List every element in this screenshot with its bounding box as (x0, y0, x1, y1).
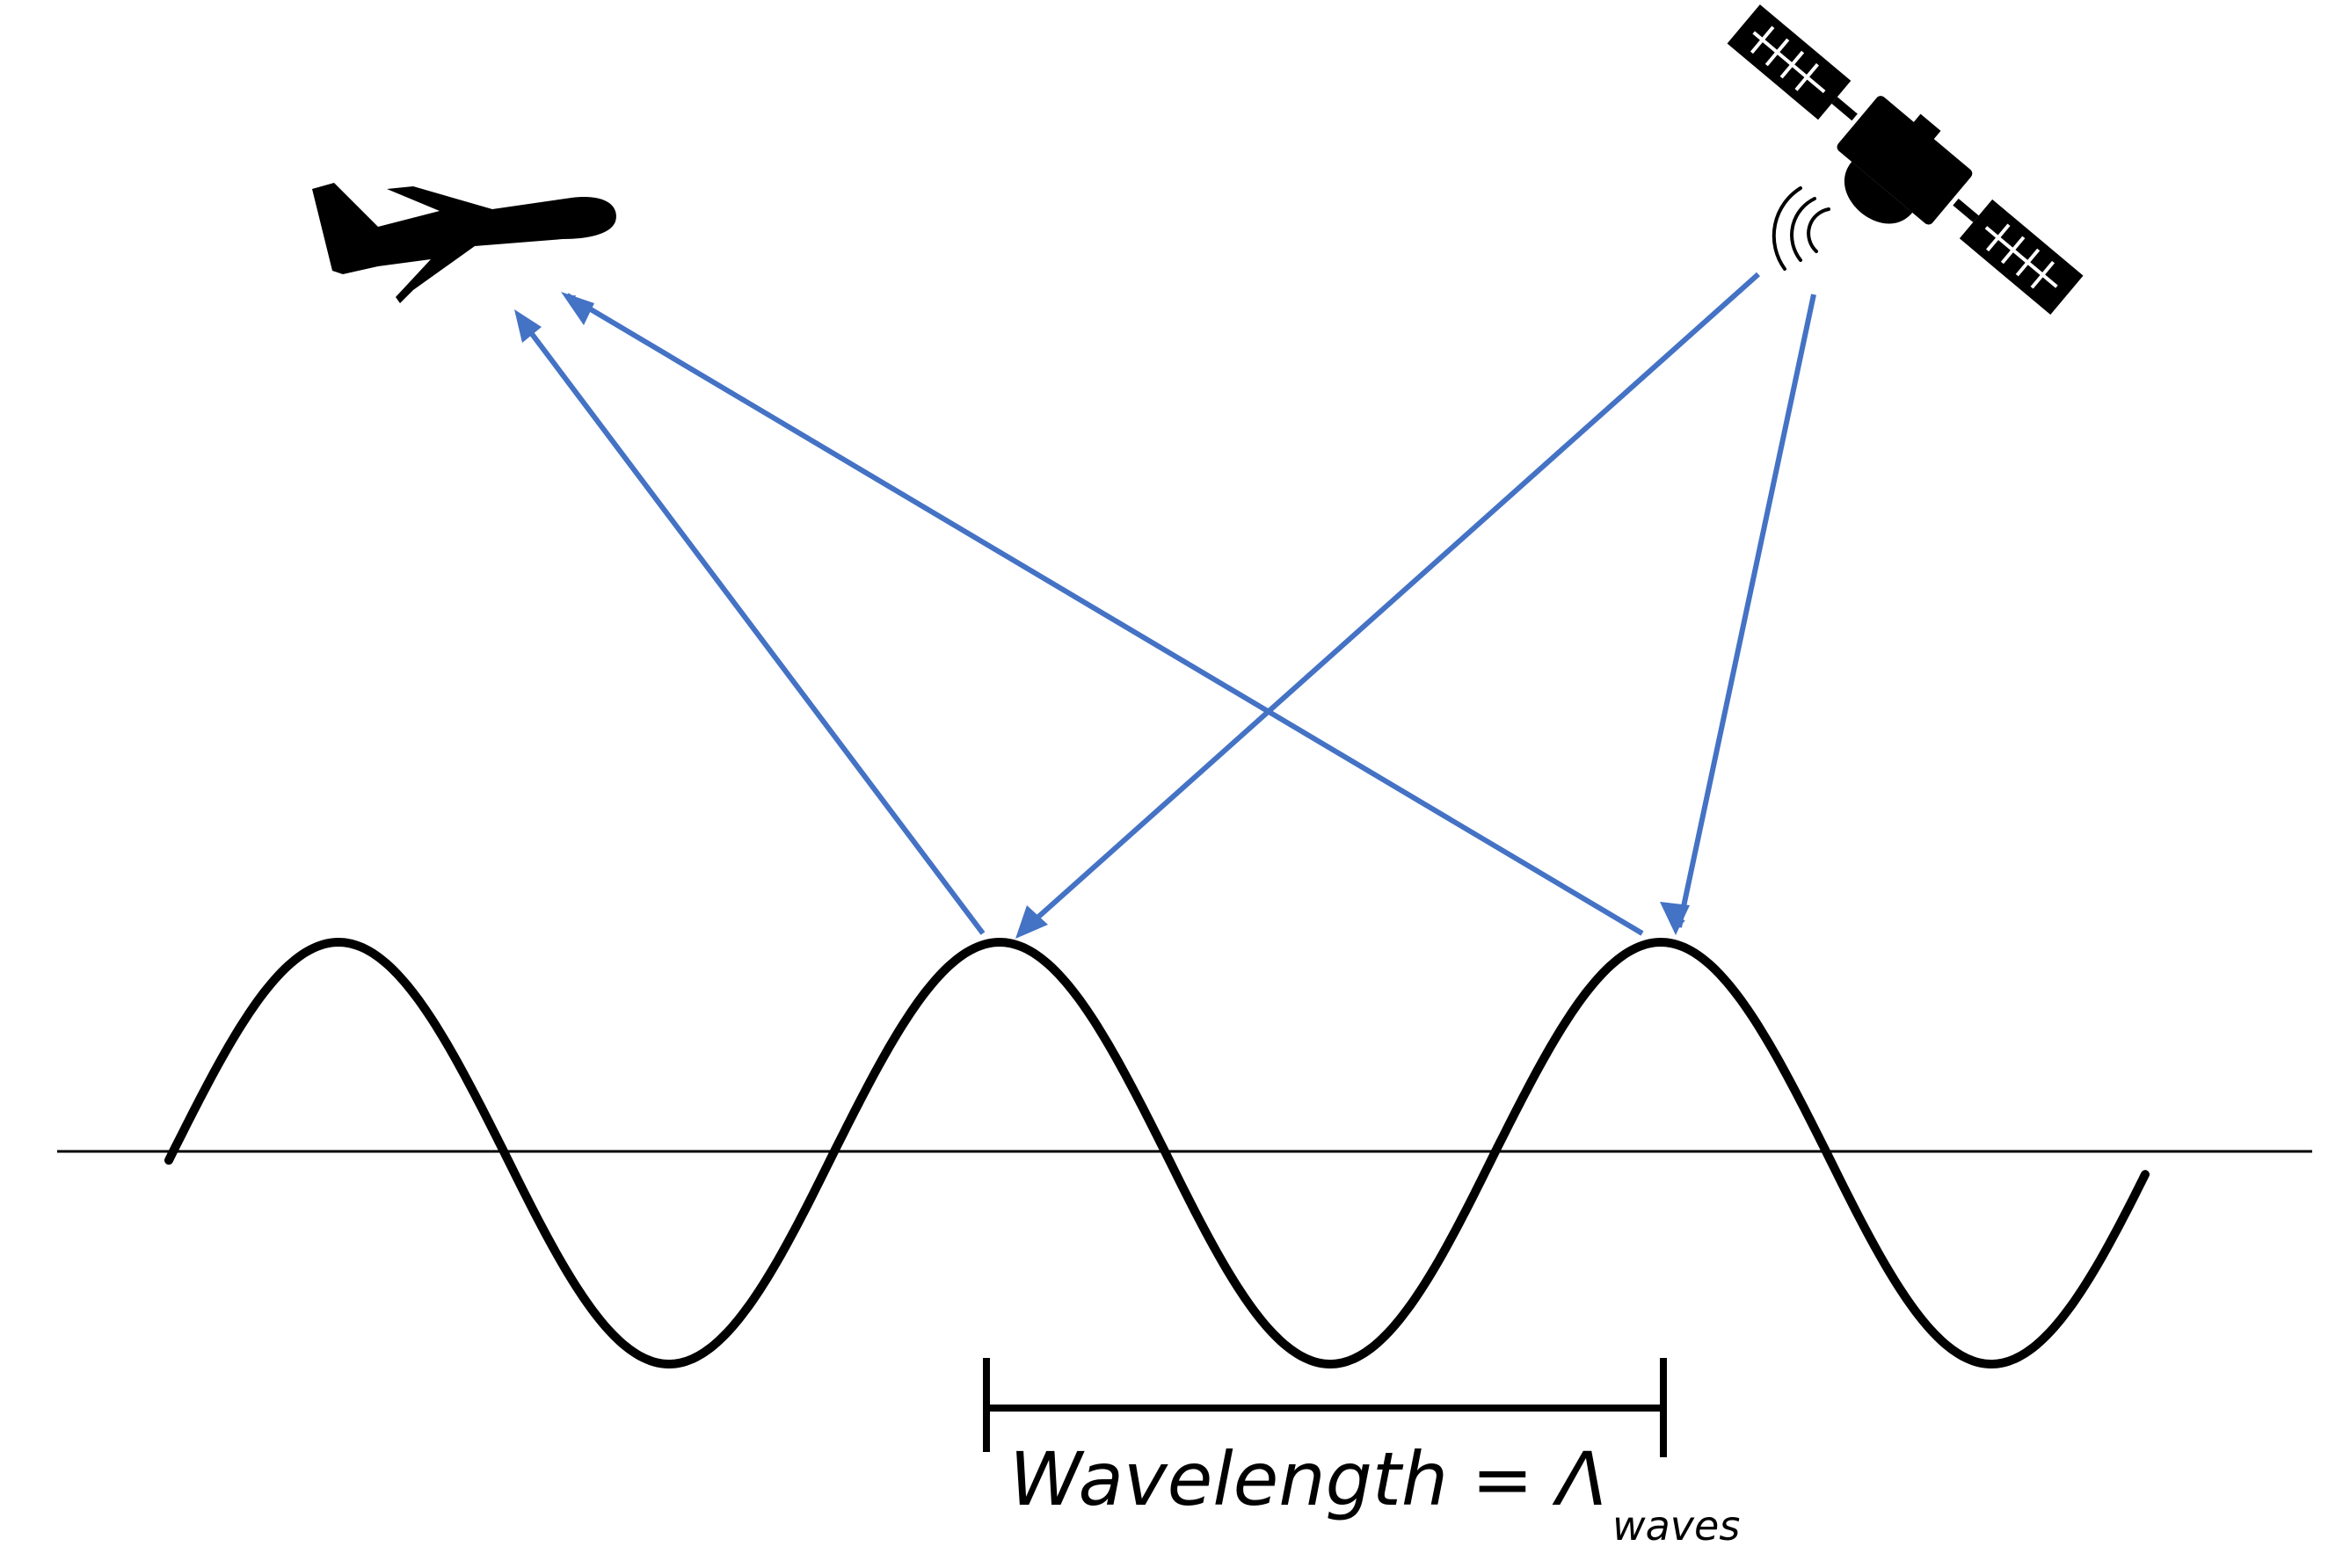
ray-arrowheads (514, 292, 1690, 939)
wavelength-subscript: waves (1612, 1502, 1740, 1550)
arrowhead-1 (514, 309, 542, 343)
wave-curve (164, 937, 2150, 1369)
arrowhead-4 (1660, 902, 1690, 935)
arrowhead-3 (1015, 905, 1048, 939)
satellite-icon (1727, 4, 2084, 316)
ray-satellite-to-crest1 (1018, 272, 1760, 936)
airplane-icon (312, 183, 616, 303)
arrowhead-2 (561, 292, 594, 325)
ray-satellite-to-crest2 (1676, 294, 1816, 928)
ray-group (516, 272, 1816, 936)
ray-crest1-to-airplane (516, 315, 986, 935)
wavelength-label: Wavelength = Λ (1009, 1436, 1607, 1522)
ray-crest2-to-airplane (565, 293, 1644, 936)
wavelength-scale-bar (983, 1358, 1667, 1457)
